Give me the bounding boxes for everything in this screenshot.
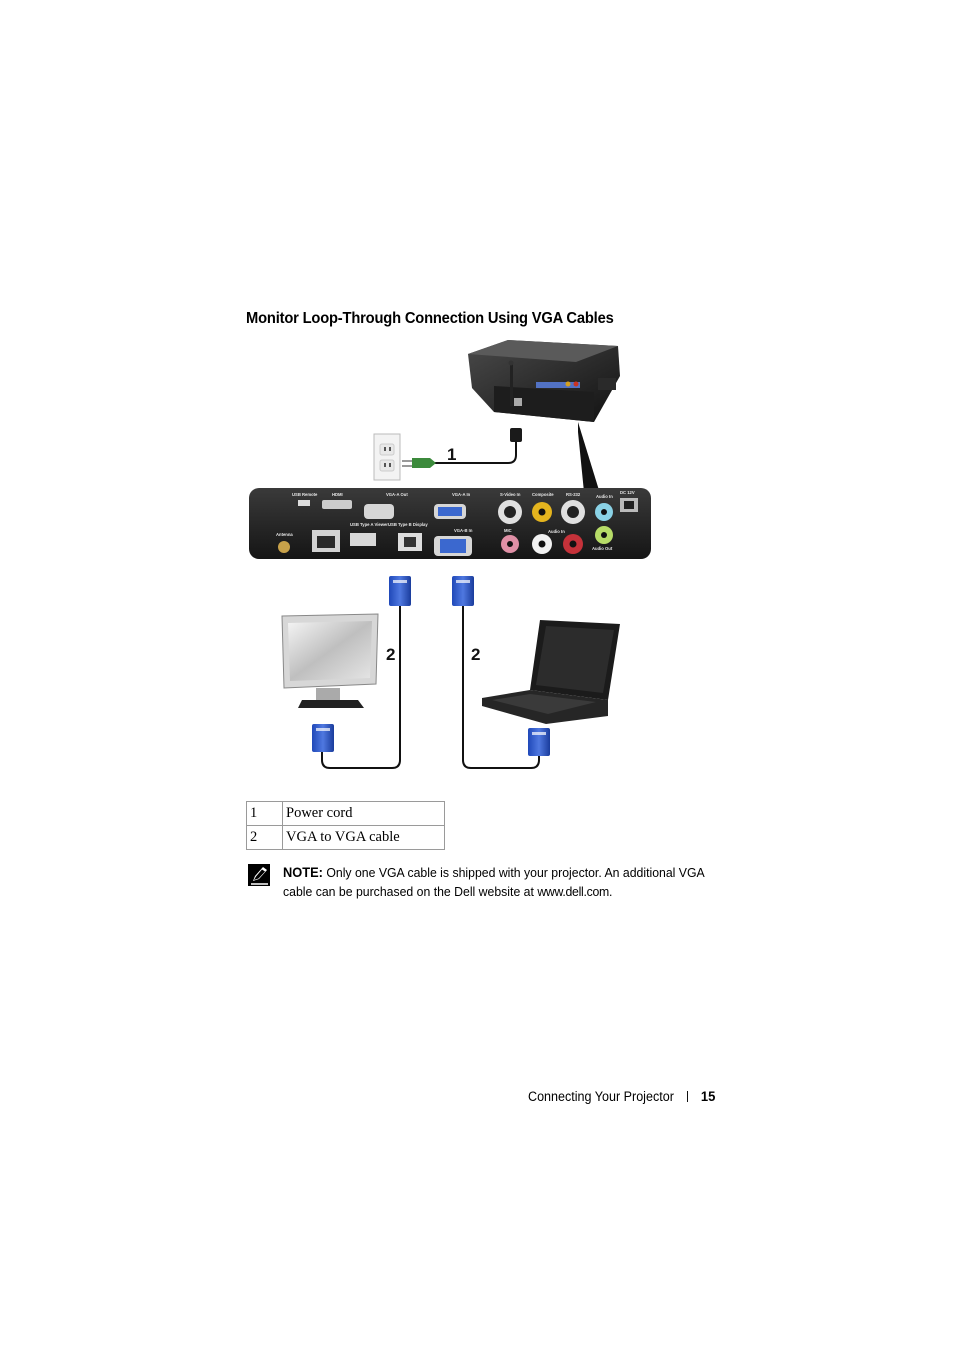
vga-plug-laptop xyxy=(528,728,550,756)
note-end: . xyxy=(608,883,613,899)
label-s-video-in: S-Video In xyxy=(500,492,521,497)
table-row: 2 VGA to VGA cable xyxy=(246,825,445,850)
vga-plug-monitor xyxy=(312,724,334,752)
footer-separator xyxy=(686,1091,688,1102)
label-rs232: RS-232 xyxy=(566,492,581,497)
footer-chapter: Connecting Your Projector xyxy=(528,1089,674,1104)
note-pencil-icon xyxy=(248,864,270,886)
legend-desc: Power cord xyxy=(282,801,445,826)
monitor-illustration xyxy=(281,613,379,708)
callout-2-right: 2 xyxy=(471,645,480,664)
label-mic: MIC xyxy=(504,528,512,533)
label-audio-out: Audio Out xyxy=(592,546,613,551)
page-number: 15 xyxy=(700,1088,716,1104)
laptop-illustration xyxy=(482,620,620,724)
table-row: 1 Power cord xyxy=(246,801,445,826)
callout-2-left: 2 xyxy=(386,645,395,664)
vga-cable-laptop xyxy=(462,606,540,769)
label-hdmi: HDMI xyxy=(332,492,343,497)
power-cord-line xyxy=(414,440,517,464)
label-vga-a-in: VGA-A In xyxy=(452,492,471,497)
label-antenna: Antenna xyxy=(276,532,293,537)
projector-illustration xyxy=(468,340,620,422)
note-body: Only one VGA cable is shipped with your … xyxy=(283,865,705,899)
power-plug-projector xyxy=(510,428,522,442)
note-label: NOTE: xyxy=(283,865,323,880)
section-title: Monitor Loop-Through Connection Using VG… xyxy=(246,310,614,327)
label-usb-remote: USB Remote xyxy=(292,492,318,497)
legend-num: 2 xyxy=(246,825,283,850)
label-usb-type-b: USB Type B Display xyxy=(388,522,428,527)
panel-ports xyxy=(278,498,638,556)
connection-diagram: 1 USB Remote HDMI VGA-A Out VGA-A In S-V… xyxy=(249,340,651,769)
page-footer: Connecting Your Projector 15 xyxy=(528,1088,715,1104)
legend-desc: VGA to VGA cable xyxy=(282,825,445,850)
label-vga-a-out: VGA-A Out xyxy=(386,492,408,497)
note-text: NOTE: Only one VGA cable is shipped with… xyxy=(283,864,711,901)
label-audio-in-2: Audio In xyxy=(548,529,565,534)
vga-cable-monitor xyxy=(321,606,401,769)
label-usb-type-a: USB Type A Viewer xyxy=(350,522,388,527)
vga-plug-top-right xyxy=(452,576,474,606)
power-plug-outlet xyxy=(402,458,436,468)
label-audio-in: Audio In xyxy=(596,494,613,499)
label-vga-b-in: VGA-B In xyxy=(454,528,473,533)
legend-num: 1 xyxy=(246,801,283,826)
callout-legend-table: 1 Power cord 2 VGA to VGA cable xyxy=(246,801,445,850)
label-composite: Composite xyxy=(532,492,554,497)
wall-outlet-illustration xyxy=(373,433,401,481)
vga-plug-top-left xyxy=(389,576,411,606)
callout-1: 1 xyxy=(447,445,456,464)
label-dc-12v: DC 12V xyxy=(620,490,635,495)
dell-website-link[interactable]: www.dell.com xyxy=(537,883,609,899)
